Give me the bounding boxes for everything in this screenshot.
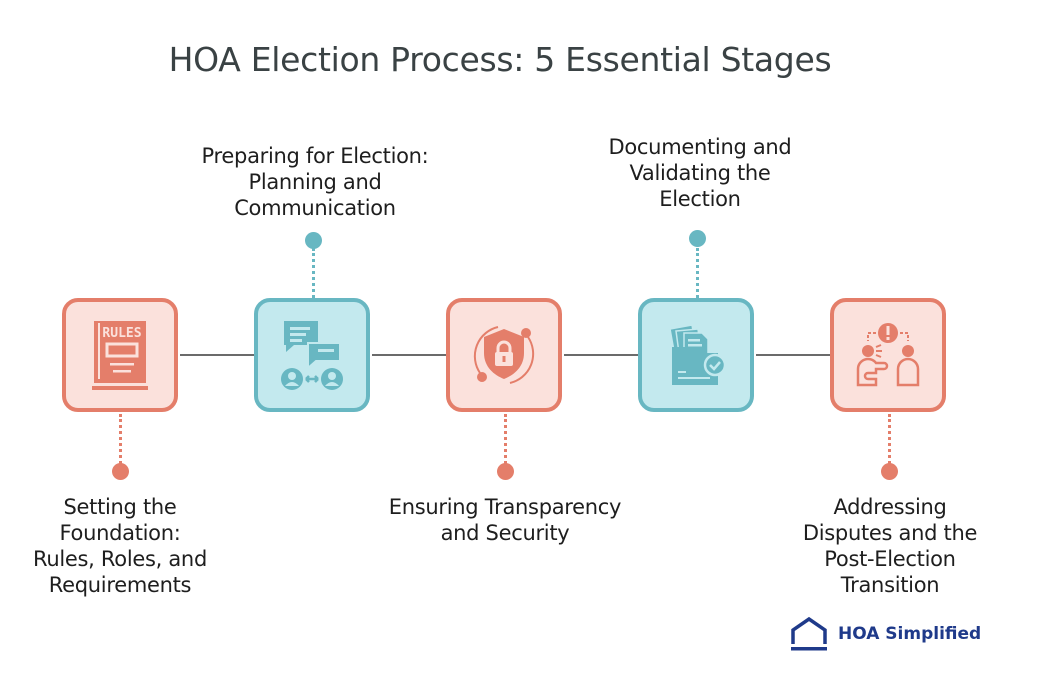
brand-name: HOA Simplified — [838, 624, 982, 644]
stage-4-box — [638, 298, 754, 412]
stage-1-marker — [112, 463, 129, 480]
stage-5-marker — [881, 463, 898, 480]
stage-3-dotted-connector — [504, 414, 507, 464]
rules-text: RULES — [102, 326, 141, 341]
stage-3-marker — [497, 463, 514, 480]
stage-2-marker — [305, 232, 322, 249]
stage-5-label: Addressing Disputes and the Post-Electio… — [802, 495, 978, 597]
stage-4-marker — [689, 230, 706, 247]
stage-3-box — [446, 298, 562, 412]
house-icon — [791, 616, 827, 651]
stage-3-label: Ensuring Transparency and Security — [388, 495, 622, 545]
connector-line-3-4 — [564, 354, 638, 356]
connector-line-4-5 — [756, 354, 830, 356]
stage-1-dotted-connector — [119, 414, 122, 464]
diagram-title: HOA Election Process: 5 Essential Stages — [168, 40, 832, 79]
stage-1-label: Setting the Foundation: Rules, Roles, an… — [33, 495, 207, 597]
chat-people-icon — [281, 321, 343, 390]
stage-4-label: Documenting and Validating the Election — [608, 135, 792, 211]
connector-line-2-3 — [372, 354, 446, 356]
brand-logo: HOA Simplified — [790, 616, 981, 652]
stage-1-box: RULES — [62, 298, 178, 412]
stage-2-dotted-connector — [312, 248, 315, 298]
stage-5-box — [830, 298, 946, 412]
rules-book-icon: RULES — [92, 321, 148, 390]
shield-lock-icon — [473, 326, 535, 384]
stage-5-dotted-connector — [888, 414, 891, 464]
stage-2-box — [254, 298, 370, 412]
stage-4-dotted-connector — [696, 248, 699, 298]
dispute-people-icon — [856, 323, 920, 387]
folder-check-icon — [669, 324, 727, 385]
connector-line-1-2 — [180, 354, 254, 356]
stage-2-label: Preparing for Election: Planning and Com… — [201, 144, 429, 220]
